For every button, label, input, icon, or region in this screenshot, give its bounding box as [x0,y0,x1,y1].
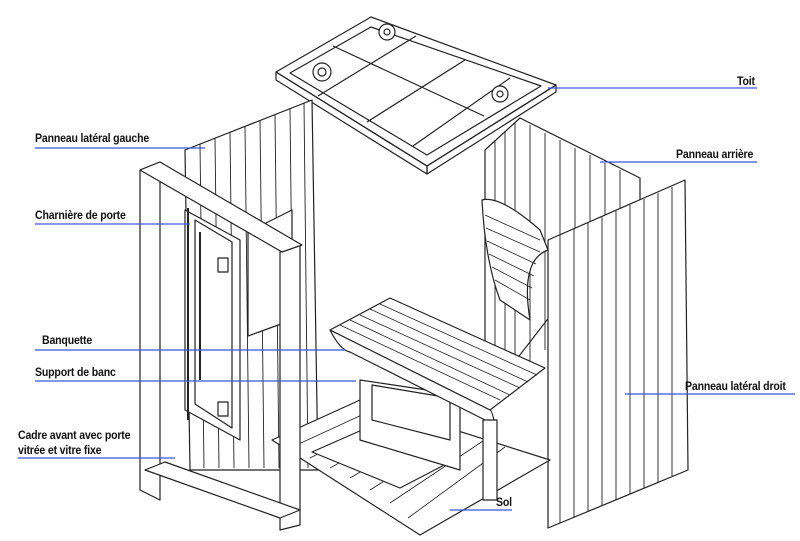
label-right-panel: Panneau latéral droit [685,379,786,393]
floor-part [271,399,551,536]
label-roof: Toit [737,74,755,88]
label-left-panel: Panneau latéral gauche [35,131,150,145]
label-front-frame-line2: vitrée et vitre fixe [18,443,102,457]
label-door-hinge: Charnière de porte [35,208,126,222]
bench-part [329,297,546,501]
label-back-panel: Panneau arrière [676,147,754,161]
label-front-frame-line1: Cadre avant avec porte [18,428,131,442]
right-panel-part [547,179,689,529]
label-floor: Sol [496,495,512,509]
label-bench: Banquette [42,333,93,347]
label-bench-support: Support de banc [35,365,116,379]
leader-lines [18,87,795,511]
front-frame-part [139,161,303,531]
roof-part [275,16,557,175]
